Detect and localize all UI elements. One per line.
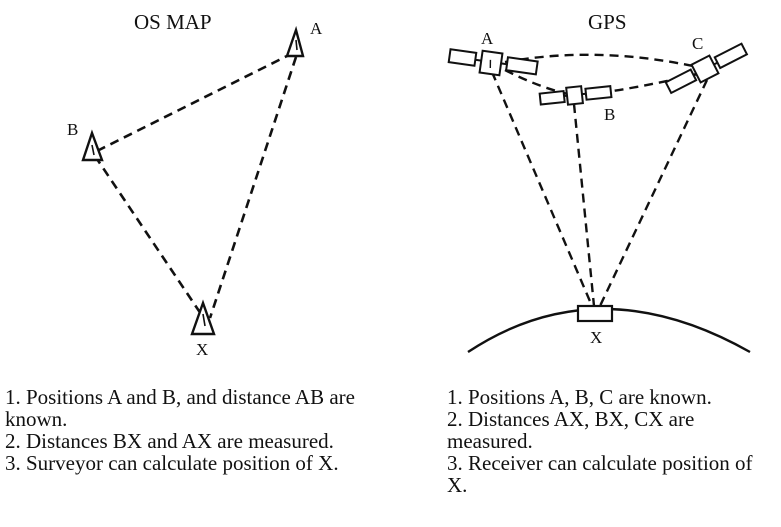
gps-steps: 1. Positions A, B, C are known. 2. Dista… (447, 386, 777, 496)
line-ab (96, 52, 292, 153)
gps-label-b: B (604, 105, 615, 124)
line-ax (208, 56, 298, 319)
satellite-c (664, 42, 749, 95)
os-map-step: 3. Surveyor can calculate position of X. (5, 451, 339, 475)
line-bx (93, 155, 203, 315)
comparison-diagram: OS MAP A B X GPS (67, 10, 751, 359)
os-map-steps: 1. Positions A and B, and distance AB ar… (5, 386, 365, 474)
range-line-ax (490, 71, 594, 307)
trig-point-a (285, 25, 305, 58)
gps-panel: GPS (447, 10, 751, 354)
gps-step: 1. Positions A, B, C are known. (447, 385, 712, 409)
gps-label-c: C (692, 34, 703, 53)
orbit-arc-a-c (504, 53, 703, 70)
os-label-x: X (196, 340, 208, 359)
gps-label-a: A (481, 29, 494, 48)
satellite-a (447, 48, 539, 77)
os-label-b: B (67, 120, 78, 139)
os-label-a: A (310, 19, 323, 38)
gps-title: GPS (588, 10, 627, 34)
os-map-panel: OS MAP A B X (67, 10, 323, 359)
range-line-bx (572, 103, 596, 307)
os-map-step: 2. Distances BX and AX are measured. (5, 429, 334, 453)
os-map-title: OS MAP (134, 10, 212, 34)
os-map-step: 1. Positions A and B, and distance AB ar… (5, 385, 355, 431)
gps-label-x: X (590, 328, 602, 347)
range-line-cx (598, 79, 709, 307)
satellite-b (538, 85, 613, 106)
gps-step: 3. Receiver can calculate position of X. (447, 451, 753, 497)
gps-step: 2. Distances AX, BX, CX are measured. (447, 407, 695, 453)
gps-receiver (576, 304, 614, 323)
